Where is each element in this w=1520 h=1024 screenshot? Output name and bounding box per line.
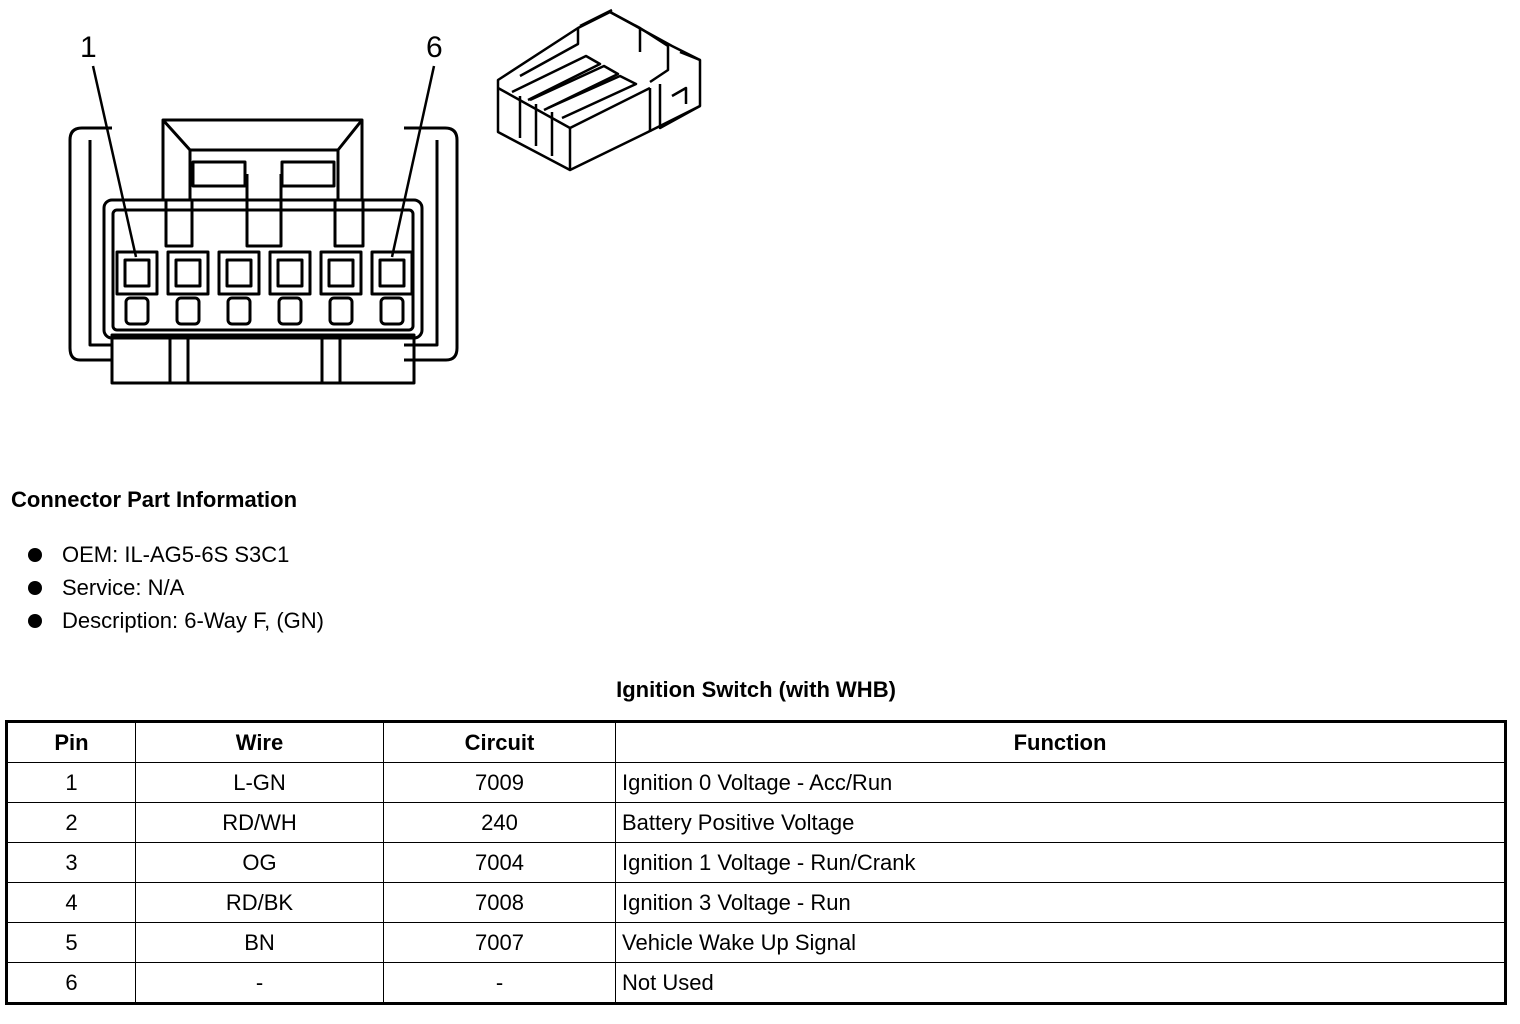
cell-function: Battery Positive Voltage [615, 802, 1506, 843]
cell-pin: 4 [6, 882, 136, 923]
cell-function: Ignition 1 Voltage - Run/Crank [615, 842, 1506, 883]
table-row: 2 RD/WH 240 Battery Positive Voltage [6, 802, 1506, 843]
pin6-callout: 6 [426, 31, 443, 64]
cell-pin: 2 [6, 802, 136, 843]
cell-circuit: 7008 [383, 882, 616, 923]
terminal-cavities [115, 250, 414, 296]
list-item: Description: 6-Way F, (GN) [28, 604, 324, 637]
cell-pin: 3 [6, 842, 136, 883]
cell-function: Not Used [615, 962, 1506, 1004]
cell-wire: RD/BK [135, 882, 384, 923]
cell-pin: 5 [6, 922, 136, 963]
cell-circuit: - [383, 962, 616, 1004]
table-row: 5 BN 7007 Vehicle Wake Up Signal [6, 922, 1506, 963]
cell-wire: - [135, 962, 384, 1004]
cell-function: Ignition 0 Voltage - Acc/Run [615, 762, 1506, 803]
header-pin: Pin [6, 721, 136, 763]
right-latch-arm [404, 126, 459, 362]
header-circuit: Circuit [383, 721, 616, 763]
connector-lock [161, 118, 364, 200]
bullet-icon [28, 580, 42, 595]
cell-circuit: 7004 [383, 842, 616, 883]
table-header-row: Pin Wire Circuit Function [6, 721, 1506, 763]
description-text: Description: 6-Way F, (GN) [62, 608, 325, 633]
connector-isometric-view [496, 8, 702, 172]
cell-wire: RD/WH [135, 802, 384, 843]
left-latch-arm [68, 126, 112, 362]
header-wire: Wire [135, 721, 384, 763]
table-title: Ignition Switch (with WHB) [616, 677, 896, 702]
table-row: 6 - - Not Used [6, 962, 1506, 1004]
pinout-table: Pin Wire Circuit Function 1 L-GN 7009 Ig… [5, 720, 1507, 1005]
table-row: 3 OG 7004 Ignition 1 Voltage - Run/Crank [6, 842, 1506, 883]
service-text: Service: N/A [62, 575, 185, 600]
list-item: Service: N/A [28, 571, 324, 604]
cell-circuit: 7009 [383, 762, 616, 803]
cell-wire: L-GN [135, 762, 384, 803]
cell-function: Ignition 3 Voltage - Run [615, 882, 1506, 923]
bullet-icon [28, 613, 42, 628]
connector-skirt [110, 333, 416, 385]
pin6-leader [390, 65, 436, 258]
cell-pin: 1 [6, 762, 136, 803]
oem-text: OEM: IL-AG5-6S S3C1 [62, 542, 290, 567]
bullet-icon [28, 547, 42, 562]
pin1-leader [91, 65, 138, 258]
cell-wire: OG [135, 842, 384, 883]
cell-circuit: 7007 [383, 922, 616, 963]
connector-part-info-title: Connector Part Information [11, 487, 298, 512]
connector-part-info-list: OEM: IL-AG5-6S S3C1 Service: N/A Descrip… [28, 538, 324, 637]
table-row: 4 RD/BK 7008 Ignition 3 Voltage - Run [6, 882, 1506, 923]
cell-circuit: 240 [383, 802, 616, 843]
cell-pin: 6 [6, 962, 136, 1004]
connector-body [102, 198, 424, 340]
pin1-callout: 1 [80, 31, 97, 64]
list-item: OEM: IL-AG5-6S S3C1 [28, 538, 324, 571]
cell-function: Vehicle Wake Up Signal [615, 922, 1506, 963]
connector-diagram: 1 6 [68, 8, 702, 385]
table-row: 1 L-GN 7009 Ignition 0 Voltage - Acc/Run [6, 762, 1506, 803]
cell-wire: BN [135, 922, 384, 963]
header-function: Function [615, 721, 1506, 763]
